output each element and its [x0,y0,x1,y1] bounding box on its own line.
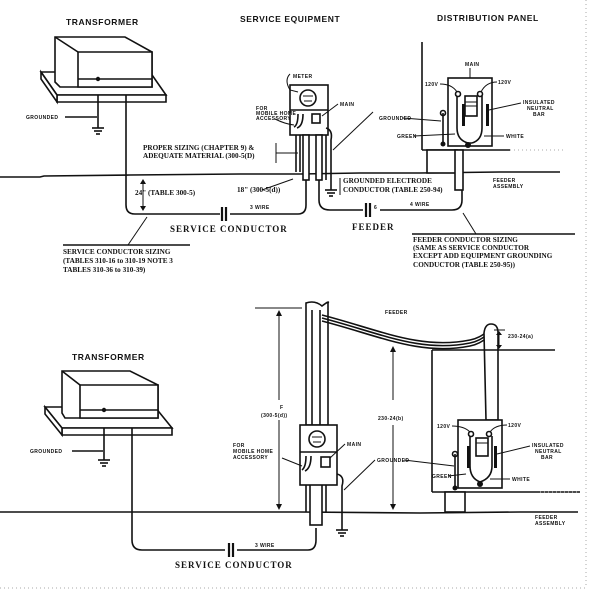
cable-break-icon [364,203,372,217]
label-3-wire: 3 WIRE [250,205,270,211]
label-green-bottom: GREEN [432,474,452,480]
label-3-wire-bottom: 3 WIRE [255,543,275,549]
label-white: WHITE [506,134,524,140]
label-for-2: MOBILE HOME [256,111,296,117]
label-main-bottom: MAIN [347,442,361,448]
label-120v-right-bottom: 120V [508,423,522,429]
distribution-panel-icon [451,419,503,491]
label-proper-sizing-2: ADEQUATE MATERIAL (300-5(D) [143,152,255,160]
label-for-2-bottom: MOBILE HOME [233,449,273,455]
ground-symbol-icon [325,189,337,197]
label-feeder-assembly-1-bottom: FEEDER [535,515,558,521]
label-break-6: 6 [374,205,377,211]
label-for-1: FOR [256,106,268,112]
label-insulated-3: BAR [533,112,545,118]
note-feeder-sizing-3: EXCEPT ADD EQUIPMENT GROUNDING [413,252,553,260]
weatherhead-mast-icon [483,323,499,421]
label-proper-sizing-1: PROPER SIZING (CHAPTER 9) & [143,144,254,152]
label-feeder-assembly-2-bottom: ASSEMBLY [535,521,566,527]
service-conductor-line-2 [230,180,307,215]
label-feeder-assembly-2: ASSEMBLY [493,184,524,190]
label-120v-left: 120V [425,82,439,88]
label-insulated-2-bottom: NEUTRAL [535,449,562,455]
grounded-leader-service [332,111,374,151]
label-grounded-bottom: GROUNDED [30,449,62,455]
note-feeder-sizing-4: CONDUCTOR (TABLE 250-95)) [413,261,516,269]
ground-surface-line [0,511,578,514]
ground-symbol-icon [336,529,348,537]
main-leader [321,103,339,117]
note-service-sizing-1: SERVICE CONDUCTOR SIZING [63,248,171,256]
label-insulated-3-bottom: BAR [541,455,553,461]
label-meter: METER [293,74,313,80]
note-feeder-sizing-2: (SAME AS SERVICE CONDUCTOR [413,244,530,252]
note-service-sizing-2: (TABLES 310-16 to 310-19 NOTE 3 [63,257,173,265]
label-feeder-bottom: FEEDER [385,310,408,316]
transformer-icon [39,36,168,105]
label-for-3: ACCESSORY [256,116,291,122]
ground-surface-line [0,171,560,178]
heading-distribution-panel: DISTRIBUTION PANEL [437,13,539,23]
transformer-icon [43,370,174,438]
top-diagram: TRANSFORMER SERVICE EQUIPMENT DISTRIBUTI… [0,13,575,274]
feeder-conduit [454,149,464,191]
label-4-wire: 4 WIRE [410,202,430,208]
label-for-1-bottom: FOR [233,443,245,449]
label-insulated-2: NEUTRAL [527,106,554,112]
service-conductor-line-2 [237,528,317,551]
meter-box-icon [289,84,329,136]
label-feeder-assembly-1: FEEDER [493,178,516,184]
service-conductor-line [125,95,220,215]
label-height-ref: (300-5(d)) [261,413,288,419]
label-depth-24: 24" (TABLE 300-5) [135,189,196,197]
label-grounded-electrode-1: GROUNDED ELECTRODE [343,177,432,185]
cable-break-icon [220,207,228,221]
meter-box-icon [299,424,344,525]
note-service-sizing-3: TABLES 310-36 to 310-39) [63,266,146,274]
heading-transformer-bottom: TRANSFORMER [72,352,145,362]
heading-service-equipment: SERVICE EQUIPMENT [240,14,340,24]
pier-block [444,491,466,513]
service-conduits [295,127,333,181]
label-grounded-electrode-2: CONDUCTOR (TABLE 250-94) [343,186,443,194]
ground-symbol-icon [92,127,104,135]
label-clearance-b: 230-24(b) [378,416,404,422]
service-conductor-line [131,428,225,551]
label-service-conductor: SERVICE CONDUCTOR [170,224,288,234]
label-service-conductor-bottom: SERVICE CONDUCTOR [175,560,293,570]
distribution-panel-icon [439,77,493,148]
label-clearance-a: 230-24(a) [508,334,533,340]
label-depth-18: 18" (300-5(d)) [237,186,281,194]
meter-leader [286,73,299,93]
feeder-line-2 [380,175,463,211]
label-insulated-1-bottom: INSULATED [532,443,564,449]
cable-break-icon [227,543,235,557]
label-green: GREEN [397,134,417,140]
label-for-3-bottom: ACCESSORY [233,455,268,461]
note-feeder-sizing-1: FEEDER CONDUCTOR SIZING [413,236,518,244]
feeder-line [318,180,363,211]
label-height-f: F [280,405,283,411]
label-main: MAIN [340,102,354,108]
label-insulated-1: INSULATED [523,100,555,106]
accessory-leader [274,118,295,126]
label-white-bottom: WHITE [512,477,530,483]
label-120v-left-bottom: 120V [437,424,451,430]
label-feeder: FEEDER [352,222,395,232]
label-grounded: GROUNDED [26,115,58,121]
heading-transformer: TRANSFORMER [66,17,139,27]
ground-symbol-icon [98,459,110,467]
sizing-bracket [275,143,298,163]
pier-block [426,149,458,174]
label-grounded-panel-bottom: GROUNDED [377,458,409,464]
label-120v-right: 120V [498,80,512,86]
label-grounded-panel: GROUNDED [379,116,411,122]
bottom-diagram: TRANSFORMER GROUNDED 3 WIRE S [0,301,580,570]
service-pole-icon [305,301,330,526]
label-panel-main: MAIN [465,62,479,68]
